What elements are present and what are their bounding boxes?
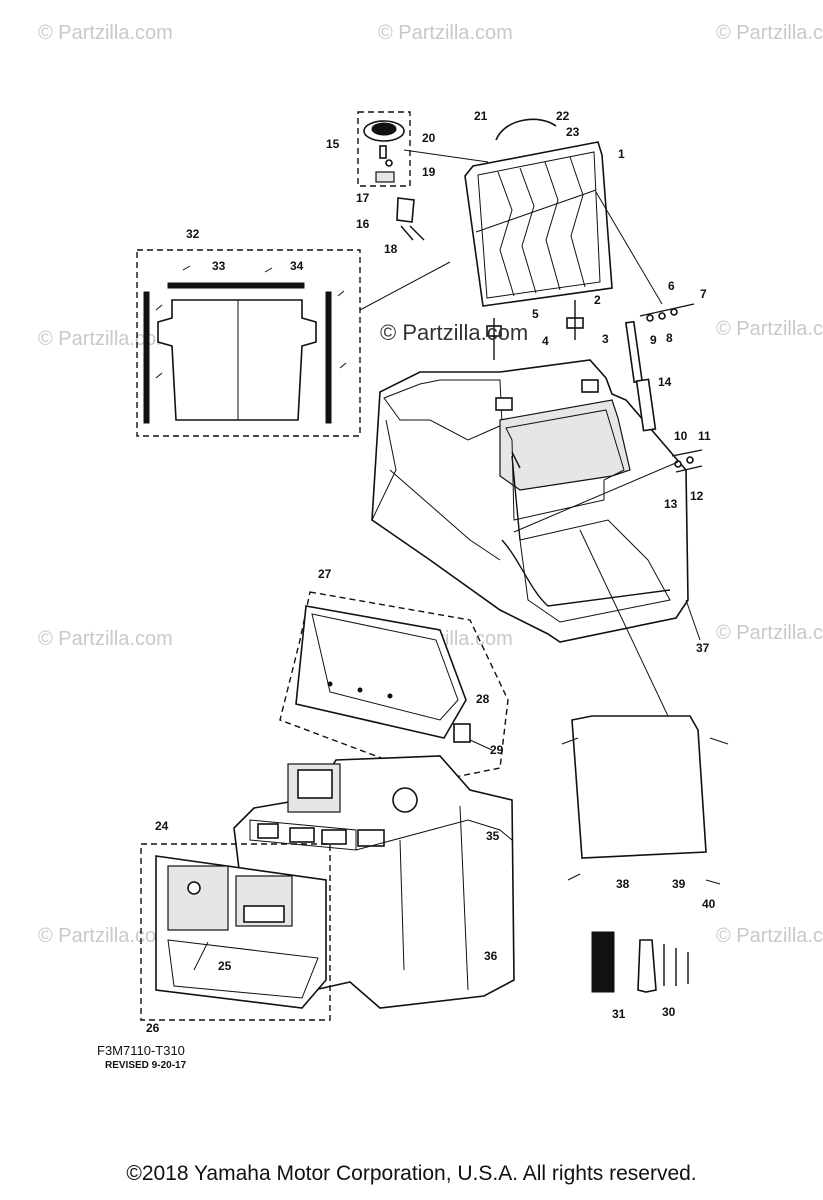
callout-35: 35: [486, 829, 500, 843]
callout-1: 1: [618, 147, 625, 161]
callout-17: 17: [356, 191, 370, 205]
callout-18: 18: [384, 242, 398, 256]
rear-door-panel: [464, 118, 613, 307]
callout-14: 14: [658, 375, 672, 389]
watermark-mid-right: © Partzilla.com: [716, 318, 823, 340]
copyright-notice: ©2018 Yamaha Motor Corporation, U.S.A. A…: [126, 1162, 697, 1185]
watermark-low-left: © Partzilla.com: [38, 628, 173, 650]
callout-31: 31: [612, 1007, 626, 1021]
callout-39: 39: [672, 877, 686, 891]
callout-29: 29: [490, 743, 504, 757]
callout-40: 40: [702, 897, 716, 911]
callout-30: 30: [662, 1005, 676, 1019]
callout-3: 3: [602, 332, 609, 346]
callout-34: 34: [290, 259, 304, 273]
cab-body: [371, 359, 689, 643]
watermark-mid-left: © Partzilla.com: [38, 328, 173, 350]
callout-33: 33: [212, 259, 226, 273]
callout-23: 23: [566, 125, 580, 139]
figure-code: F3M7110-T310: [97, 1043, 185, 1058]
revision-date: REVISED 9-20-17: [105, 1060, 187, 1071]
callout-22: 22: [556, 109, 570, 123]
callout-10: 10: [674, 429, 688, 443]
floor-mat: [561, 715, 729, 885]
callout-26: 26: [146, 1021, 160, 1035]
watermark-top-center: © Partzilla.com: [378, 22, 513, 44]
watermark-bottom-left: © Partzilla.com: [38, 925, 173, 947]
callout-16: 16: [356, 217, 370, 231]
callout-25: 25: [218, 959, 232, 973]
rear-window-assembly: [136, 249, 361, 437]
callout-2: 2: [594, 293, 601, 307]
hinge-hardware: [486, 300, 703, 473]
callout-20: 20: [422, 131, 436, 145]
tool-kit: [591, 931, 689, 993]
callout-21: 21: [474, 109, 488, 123]
latch-handle-assembly: [357, 111, 425, 241]
callout-24: 24: [155, 819, 169, 833]
callout-9: 9: [650, 333, 657, 347]
front-panel-assembly: [140, 843, 331, 1021]
callout-8: 8: [666, 331, 673, 345]
callout-32: 32: [186, 227, 200, 241]
callout-labels: 1 2 3 4 5 6 7 8 9 10 11 12 13 14 15 16 1…: [146, 109, 716, 1035]
callout-37: 37: [696, 641, 710, 655]
callout-27: 27: [318, 567, 332, 581]
callout-28: 28: [476, 692, 490, 706]
callout-11: 11: [698, 429, 711, 443]
callout-19: 19: [422, 165, 436, 179]
watermark-top-right: © Partzilla.com: [716, 22, 823, 44]
center-watermark: © Partzilla.com: [380, 320, 529, 345]
front-frame-assembly: [279, 591, 509, 781]
callout-12: 12: [690, 489, 704, 503]
gas-strut: [624, 320, 657, 432]
callout-15: 15: [326, 137, 340, 151]
leader-lines: [193, 149, 701, 971]
watermark-top-left: © Partzilla.com: [38, 22, 173, 44]
callout-6: 6: [668, 279, 675, 293]
watermark-bottom-right: © Partzilla.com: [716, 925, 823, 947]
watermark-low-right: © Partzilla.com: [716, 622, 823, 644]
callout-36: 36: [484, 949, 498, 963]
callout-4: 4: [542, 334, 549, 348]
callout-7: 7: [700, 287, 707, 301]
callout-38: 38: [616, 877, 630, 891]
callout-5: 5: [532, 307, 539, 321]
callout-13: 13: [664, 497, 678, 511]
